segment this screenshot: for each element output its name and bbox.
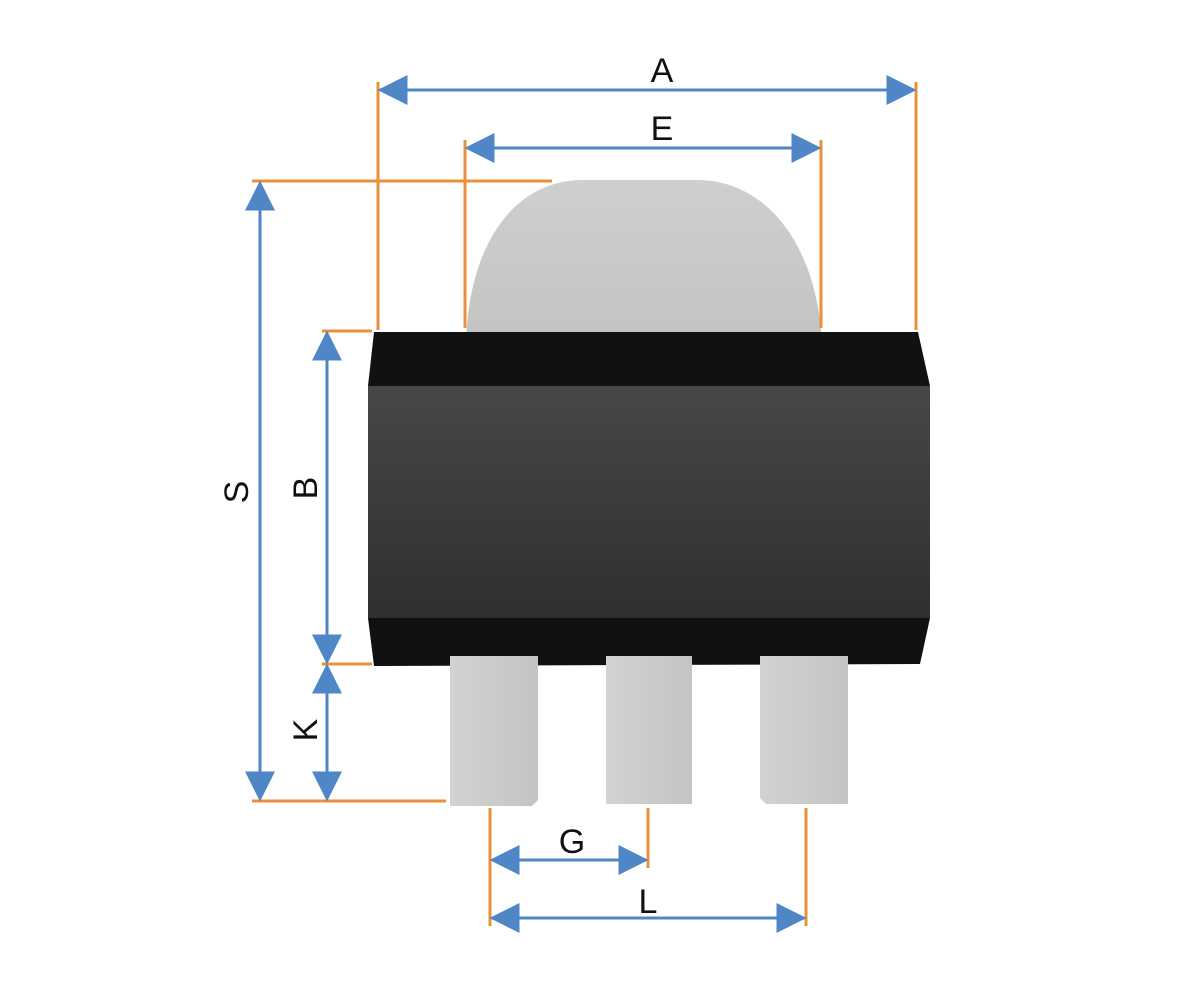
pin-3 (760, 656, 848, 804)
dimension-arrows (245, 75, 917, 933)
dimension-labels: A E S B K G L (218, 52, 674, 921)
top-tab (466, 180, 822, 344)
label-l: L (639, 883, 658, 921)
package-body (368, 180, 930, 666)
body-bottom-band (368, 618, 930, 666)
label-g: G (559, 823, 585, 861)
body-face (368, 386, 930, 618)
label-a: A (651, 52, 674, 90)
label-b: B (287, 477, 325, 500)
pin-2 (606, 656, 692, 804)
pins (450, 656, 848, 806)
label-s: S (218, 481, 256, 504)
label-e: E (651, 110, 674, 148)
body-top-band (368, 332, 930, 386)
label-k: K (287, 718, 325, 741)
pin-1 (450, 656, 538, 806)
